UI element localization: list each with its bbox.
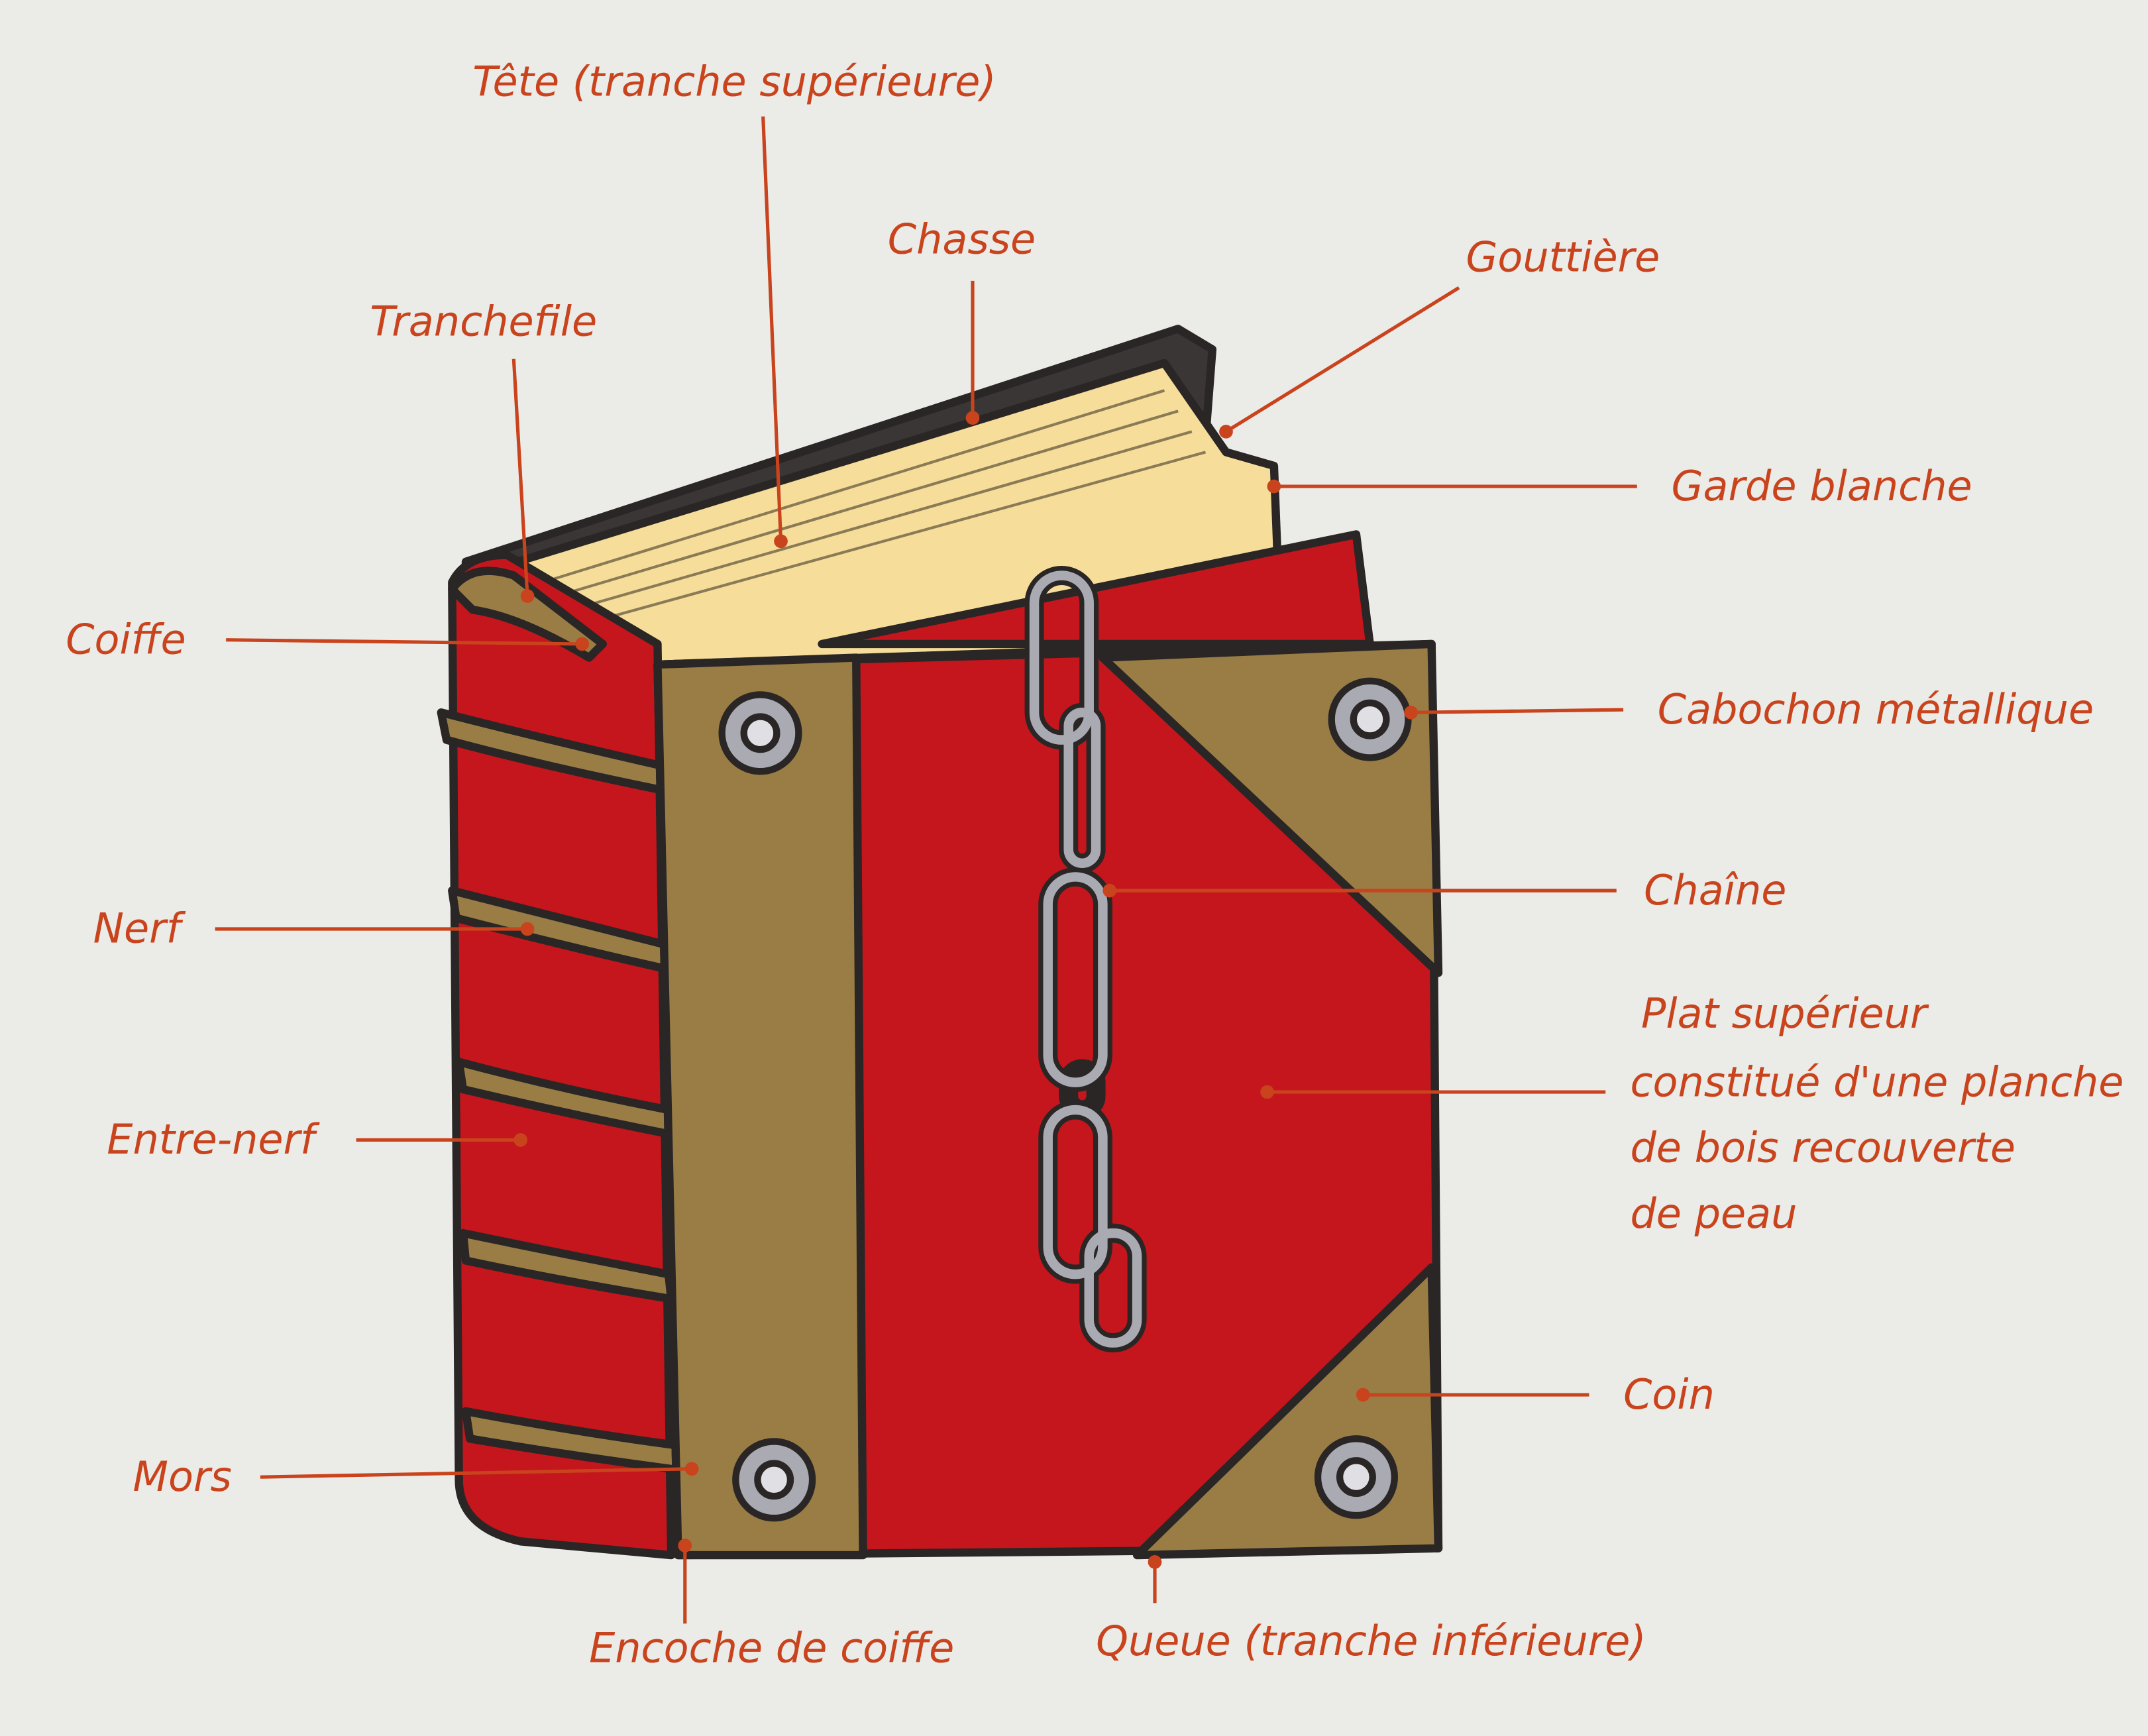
label-queue: Queue (tranche inférieure) — [1096, 1617, 1646, 1665]
label-coiffe: Coiffe — [66, 615, 186, 663]
label-coin: Coin — [1623, 1370, 1715, 1419]
label-cabochon: Cabochon métallique — [1658, 685, 2094, 733]
label-plat-superieur-line1: Plat supérieur — [1641, 989, 1929, 1038]
label-entre-nerf: Entre-nerf — [107, 1115, 320, 1164]
cabochon-icons — [718, 677, 1412, 1522]
label-plat-superieur-line4: de peau — [1630, 1189, 1797, 1238]
book-illustration — [437, 325, 1443, 1560]
label-plat-superieur-line2: constitué d'une planche — [1630, 1058, 2123, 1106]
spine — [448, 551, 676, 1560]
label-encoche-de-coiffe: Encoche de coiffe — [589, 1623, 954, 1672]
labels: Tête (tranche supérieure) Chasse Tranche… — [66, 58, 2123, 1672]
label-tranchefile: Tranchefile — [370, 298, 597, 346]
label-chaine: Chaîne — [1644, 866, 1786, 914]
label-garde-blanche: Garde blanche — [1671, 462, 1972, 510]
label-gouttiere: Gouttière — [1466, 233, 1660, 281]
chain-links — [1029, 570, 1142, 1348]
label-nerf: Nerf — [93, 904, 186, 953]
label-tete: Tête (tranche supérieure) — [472, 58, 996, 106]
label-chasse: Chasse — [888, 215, 1036, 264]
label-plat-superieur-line3: de bois recouverte — [1630, 1124, 2015, 1172]
brass-strip — [653, 653, 867, 1560]
leader-lines — [215, 116, 1637, 1624]
label-mors: Mors — [133, 1452, 232, 1501]
coiffe-shape — [448, 567, 607, 662]
